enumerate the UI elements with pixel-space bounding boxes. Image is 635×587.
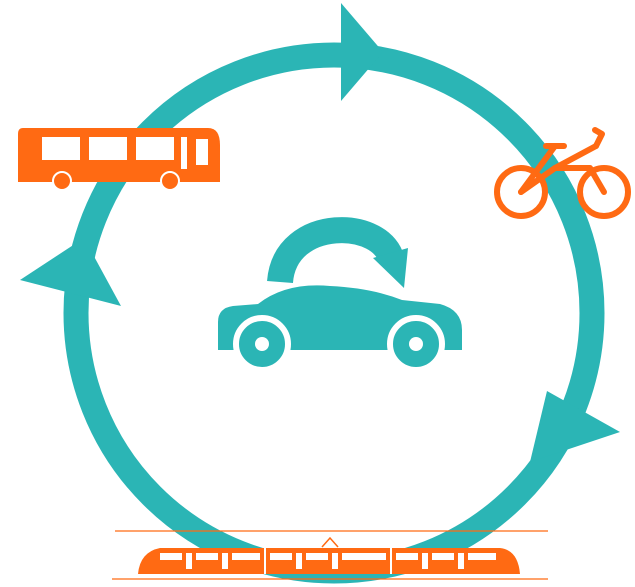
bicycle-wheel-front: [577, 165, 631, 219]
arrowhead-top: [341, 3, 383, 101]
bicycle-icon: [494, 127, 631, 219]
tram-icon: [112, 530, 548, 580]
bicycle-wheel-rear: [494, 165, 548, 219]
arrowhead-right: [530, 391, 620, 462]
arrowhead-left: [20, 238, 121, 306]
car-return-arrow: [267, 217, 405, 285]
bus-wheel-rear: [52, 171, 72, 191]
bus-wheel-front: [160, 171, 180, 191]
bicycle-frame: [518, 165, 607, 195]
bicycle-down-tube: [552, 143, 599, 171]
car-return-arrowhead: [373, 248, 408, 288]
car-wheel-front-hub: [409, 337, 423, 351]
car-wheel-rear-hub: [255, 337, 269, 351]
tram-pantograph: [321, 536, 339, 548]
bicycle-handlebar: [592, 127, 605, 149]
bicycle-seat-tube: [518, 143, 558, 195]
tram-windows: [160, 553, 496, 569]
bus-windows: [42, 137, 208, 169]
car-sharing-icon: [218, 217, 462, 373]
bus-icon: [18, 128, 220, 191]
